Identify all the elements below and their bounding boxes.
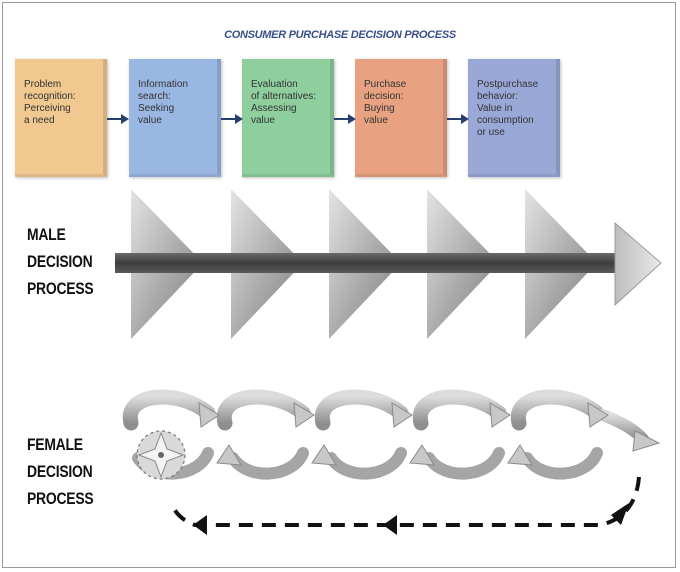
connector-arrow-icon [447, 114, 469, 124]
diagram-title: CONSUMER PURCHASE DECISION PROCESS [224, 29, 456, 41]
stage-label: Evaluation of alternatives: Assessing va… [251, 79, 317, 126]
stage-information-search: Information search: Seeking value [129, 59, 221, 177]
female-process-graphic [122, 389, 661, 535]
male-arrowhead [614, 221, 662, 307]
stage-label: Information search: Seeking value [138, 79, 189, 126]
stage-label: Problem recognition: Perceiving a need [24, 79, 76, 126]
stage-evaluation-of-alternatives: Evaluation of alternatives: Assessing va… [242, 59, 334, 177]
male-bar [115, 253, 617, 273]
female-process-label: FEMALE DECISION PROCESS [27, 435, 94, 508]
stage-label: Purchase decision: Buying value [364, 79, 407, 126]
connector-arrow-icon [107, 114, 129, 124]
connector-arrow-icon [334, 114, 356, 124]
stage-problem-recognition: Problem recognition: Perceiving a need [15, 59, 107, 177]
start-star-icon [136, 430, 186, 480]
connector-arrow-icon [221, 114, 243, 124]
male-process-label: MALE DECISION PROCESS [27, 225, 94, 298]
stage-purchase-decision: Purchase decision: Buying value [355, 59, 447, 177]
stage-label: Postpurchase behavior: Value in consumpt… [477, 79, 539, 138]
stage-postpurchase-behavior: Postpurchase behavior: Value in consumpt… [468, 59, 560, 177]
male-process-graphic [115, 189, 662, 339]
return-dashed-path [169, 476, 641, 527]
